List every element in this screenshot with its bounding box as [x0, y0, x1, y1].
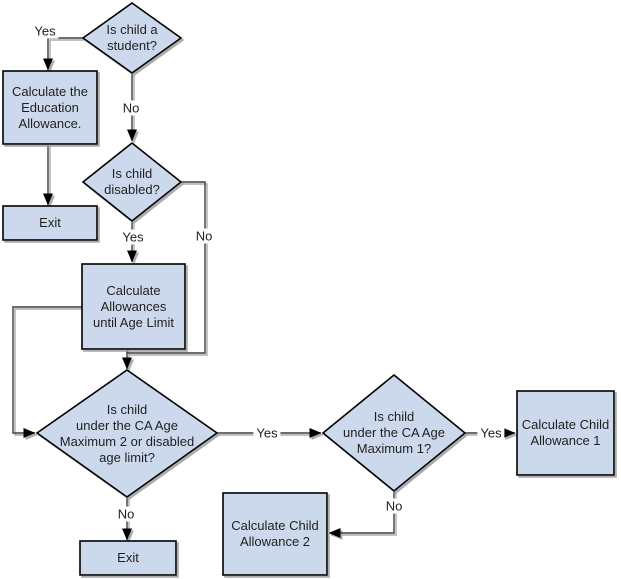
node-allowances-process-shape	[81, 263, 186, 350]
node-exit-bottom-shape	[79, 540, 177, 576]
edge-disabled-no	[127, 181, 206, 354]
node-student-decision-shape	[81, 2, 183, 74]
node-disabled-decision-shape	[81, 141, 183, 223]
edge-student-yes	[43, 37, 83, 71]
node-education-process-shape	[2, 70, 98, 145]
node-exit-top-shape	[2, 205, 98, 241]
node-age-max1-decision-shape	[321, 373, 467, 493]
node-allowance1-process-shape	[516, 390, 615, 476]
node-allowance2-process-shape	[222, 492, 328, 576]
node-age-max2-decision-shape	[35, 369, 219, 498]
edge-allowances-to-age-max2	[12, 306, 82, 438]
edge-age-max1-no	[328, 491, 395, 538]
